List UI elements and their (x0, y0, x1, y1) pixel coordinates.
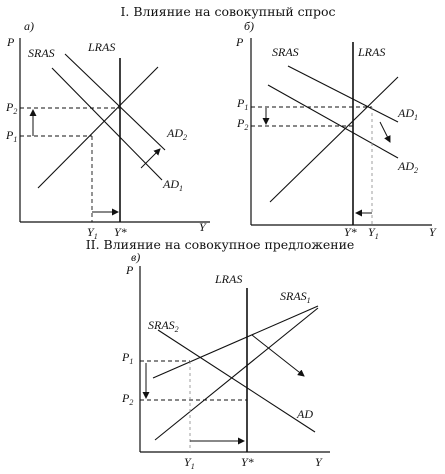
panel-b: б) P Y LRAS SRAS AD1 AD2 P1 P2 Y* Y1 (235, 19, 437, 241)
panel-b-p-axis-label: P (235, 35, 244, 49)
panel-a-sras-label: SRAS (28, 46, 55, 60)
panel-c-sras-shift-arrow (251, 334, 305, 377)
panel-b-sras-label: SRAS (272, 45, 299, 59)
panel-c-p1-label: P1 (121, 350, 133, 366)
panel-a-ystar-label: Y* (114, 225, 127, 239)
panel-a-y-axis-label: Y (199, 220, 207, 234)
panel-b-ad2-label: AD2 (397, 159, 418, 175)
panel-a-y1-label: Y1 (87, 225, 98, 241)
panel-c-sras1-line (154, 307, 319, 441)
panel-a-sras-line (37, 66, 159, 189)
panel-a-p-axis-label: P (6, 35, 15, 49)
panel-b-tag: б) (244, 19, 254, 33)
panel-c-sras2-label: SRAS2 (148, 318, 179, 334)
panel-a-ad1-line (51, 67, 163, 181)
heading-demand: I. Влияние на совокупный спрос (120, 4, 335, 19)
panel-a-ad-shift-arrow (140, 148, 161, 169)
panel-a-ad2-line (64, 53, 166, 151)
panel-b-p1-label: P1 (236, 96, 248, 112)
panel-a-ad2-label: AD2 (166, 126, 187, 142)
panel-b-y-axis-label: Y (429, 225, 437, 239)
panel-a-lras-label: LRAS (87, 40, 115, 54)
panel-a-p1-label: P1 (5, 128, 17, 144)
panel-c-ad-label: AD (296, 407, 313, 421)
panel-a-tag: а) (24, 19, 34, 33)
panel-a-p2-label: P2 (5, 100, 17, 116)
panel-c-sras1-label: SRAS1 (280, 289, 311, 305)
panel-a-ad1-label: AD1 (162, 177, 183, 193)
panel-c: в) P Y LRAS SRAS1 SRAS2 AD P1 P2 Y1 Y* (121, 250, 330, 471)
panel-b-ystar-label: Y* (344, 225, 357, 239)
panel-c-ystar-label: Y* (241, 455, 254, 469)
panel-c-p2-label: P2 (121, 391, 133, 407)
panel-c-y1-label: Y1 (184, 455, 195, 471)
panel-b-ad2-line (267, 84, 399, 159)
panel-c-sras2-line (152, 305, 319, 379)
panel-b-sras-line (269, 76, 399, 203)
panel-b-ad-shift-arrow (379, 121, 391, 143)
panel-a: а) P Y LRAS SRAS AD1 AD2 P2 P1 Y1 Y* (5, 19, 210, 241)
panel-c-tag: в) (131, 250, 140, 264)
panel-b-ad1-line (287, 65, 399, 123)
panel-c-y-axis-label: Y (315, 455, 323, 469)
panel-b-p2-label: P2 (236, 116, 248, 132)
heading-supply: II. Влияние на совокупное предложение (86, 237, 355, 252)
panel-b-lras-label: LRAS (357, 45, 385, 59)
panel-c-p-axis-label: P (125, 263, 134, 277)
panel-c-ad-line (157, 329, 316, 433)
panel-b-ad1-label: AD1 (397, 106, 418, 122)
panel-b-y1-label: Y1 (368, 225, 379, 241)
panel-c-lras-label: LRAS (214, 272, 242, 286)
